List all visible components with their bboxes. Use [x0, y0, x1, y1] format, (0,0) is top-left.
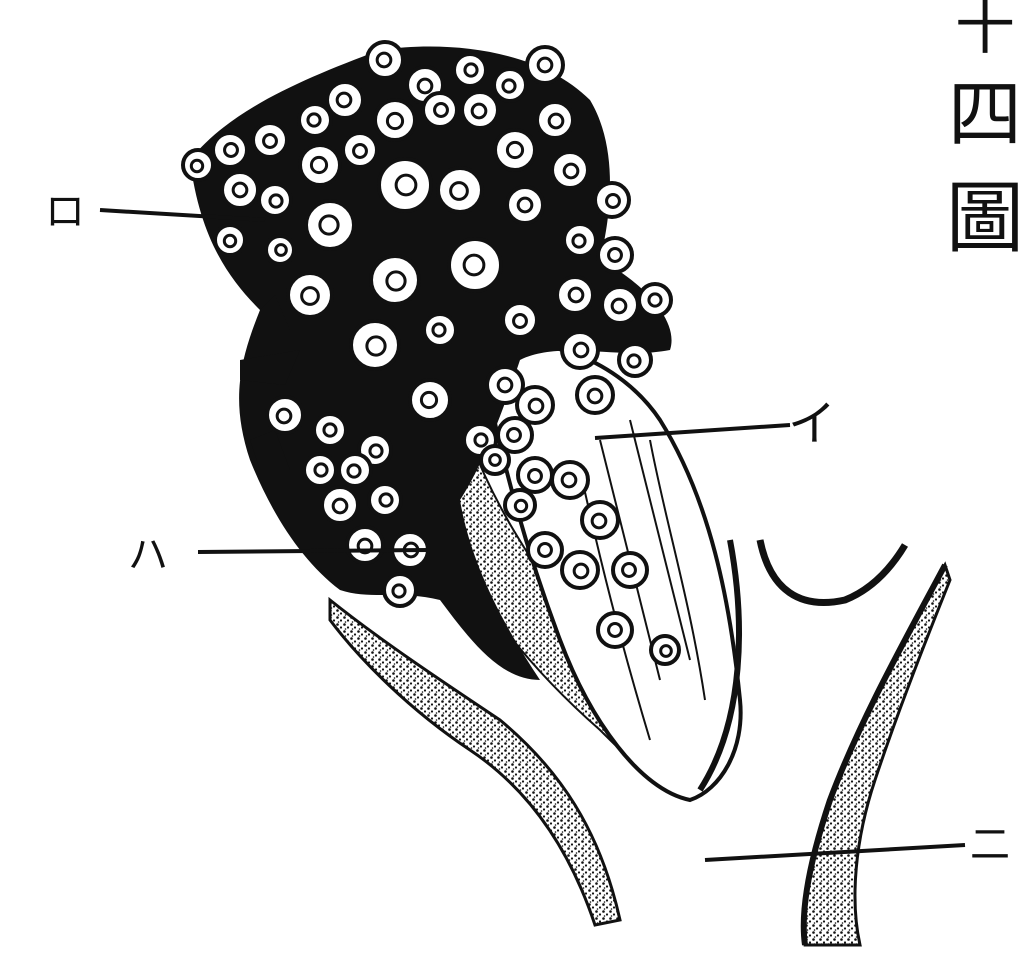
cell [595, 183, 629, 217]
cell [384, 574, 416, 606]
title-char-3: 圖 [946, 174, 1024, 264]
leader-line-ha [198, 550, 430, 552]
cell [266, 236, 294, 264]
cell [552, 462, 588, 498]
cell [562, 552, 598, 588]
cell [598, 238, 632, 272]
cell [369, 484, 401, 516]
cell [288, 273, 332, 317]
cell [267, 397, 303, 433]
label-ha: ハ [128, 532, 168, 578]
cell [367, 42, 403, 78]
cell [528, 533, 562, 567]
cell [213, 133, 247, 167]
cell [577, 377, 613, 413]
cell [494, 69, 526, 101]
cell [339, 454, 371, 486]
cell [462, 92, 498, 128]
cell [598, 613, 632, 647]
cell [557, 277, 593, 313]
cell [253, 123, 287, 157]
cell [410, 380, 450, 420]
cell [322, 487, 358, 523]
title-char-1: 十 [955, 0, 1015, 63]
cell [564, 224, 596, 256]
cell [449, 239, 501, 291]
cell [505, 490, 535, 520]
cell [481, 446, 509, 474]
cell [375, 100, 415, 140]
cell [327, 82, 363, 118]
cell [222, 172, 258, 208]
cell [527, 47, 563, 83]
label-ni: 二 [970, 822, 1010, 868]
cell [299, 104, 331, 136]
title-char-2: 四 [948, 72, 1022, 158]
cell [351, 321, 399, 369]
cell [259, 184, 291, 216]
host-stem [760, 540, 950, 945]
figure-title: 十 四 圖 [946, 0, 1024, 264]
cell [582, 502, 618, 538]
cell [304, 454, 336, 486]
cell [503, 303, 537, 337]
cell [639, 284, 671, 316]
cell [347, 527, 383, 563]
cell [454, 54, 486, 86]
cell [183, 150, 213, 180]
cell [423, 93, 457, 127]
cell [552, 152, 588, 188]
cell [562, 332, 598, 368]
cell [306, 201, 354, 249]
cell [507, 187, 543, 223]
cell [651, 636, 679, 664]
cell [371, 256, 419, 304]
cell [518, 458, 552, 492]
cell [314, 414, 346, 446]
cell [537, 102, 573, 138]
cell [215, 225, 245, 255]
cell [613, 553, 647, 587]
label-i: イ [788, 396, 836, 452]
cell [438, 168, 482, 212]
cell [343, 133, 377, 167]
cell [300, 145, 340, 185]
cell [495, 130, 535, 170]
cell [619, 344, 651, 376]
cell [379, 159, 431, 211]
cell [424, 314, 456, 346]
cell [602, 287, 638, 323]
label-ro: ロ [45, 189, 85, 235]
